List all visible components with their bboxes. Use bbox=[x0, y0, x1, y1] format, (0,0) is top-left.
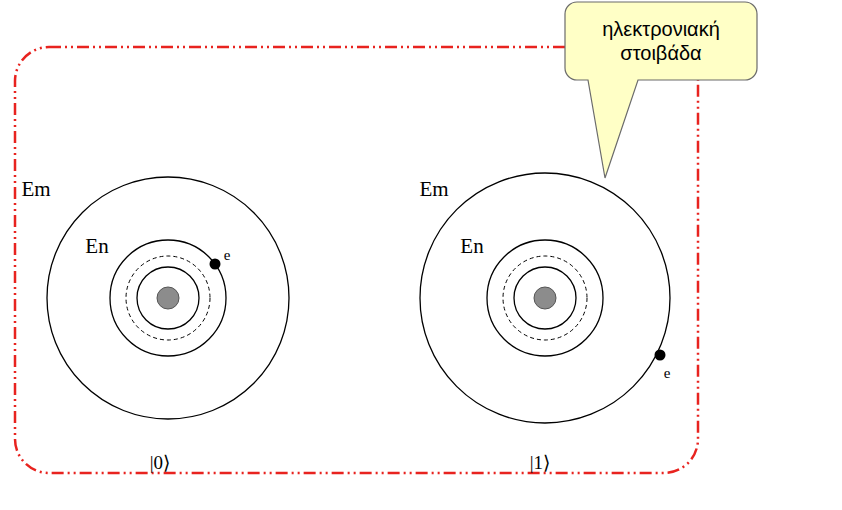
state-label: |1⟩ bbox=[530, 451, 551, 474]
callout-text: ηλεκτρονιακή στοιβάδα bbox=[589, 17, 733, 65]
energy-level-label: En bbox=[85, 234, 108, 259]
atom-right bbox=[420, 173, 670, 423]
energy-level-label: En bbox=[460, 234, 483, 259]
electron-dot bbox=[655, 350, 666, 361]
state-label: |0⟩ bbox=[150, 451, 171, 474]
energy-level-label: Em bbox=[419, 177, 448, 202]
atom-left bbox=[47, 177, 289, 419]
electron-label: e bbox=[224, 247, 231, 264]
electron-label: e bbox=[664, 365, 671, 382]
callout-outline bbox=[565, 2, 757, 178]
electron-dot bbox=[210, 259, 221, 270]
callout-box: ηλεκτρονιακή στοιβάδα bbox=[565, 2, 757, 80]
energy-level-label: Em bbox=[21, 177, 50, 202]
